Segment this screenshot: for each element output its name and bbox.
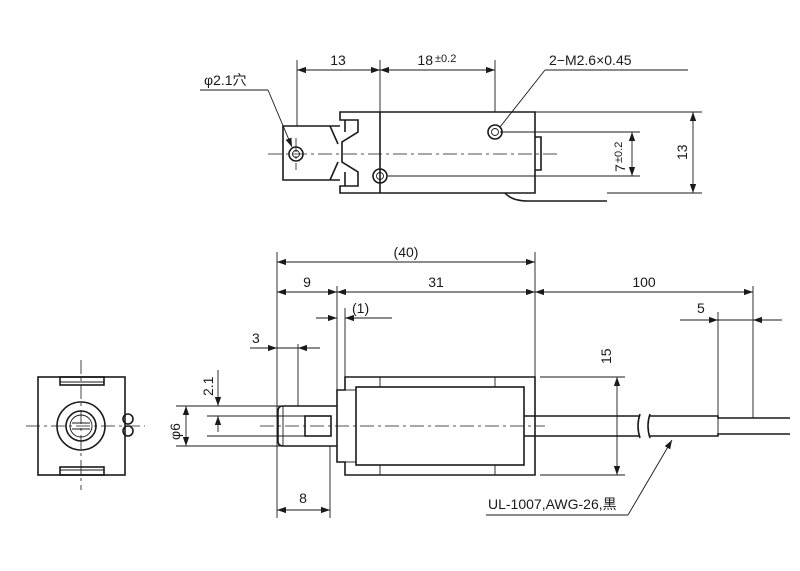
- dim-100-label: 100: [632, 274, 656, 290]
- dim-7-tolerance: ±0.2: [613, 142, 625, 163]
- screw-hole-lower: [372, 168, 388, 184]
- top-view-plunger-tab: [282, 125, 340, 181]
- dim-phi6-label: φ6: [167, 423, 183, 440]
- dim-40-label: (40): [394, 244, 419, 260]
- dim-13-label: 13: [330, 52, 346, 68]
- top-view-wire-lead: [504, 192, 607, 202]
- dim-height-13-label: 13: [674, 144, 690, 160]
- top-view-body-outline: [339, 111, 536, 194]
- dim-1-label: (1): [352, 300, 369, 316]
- screw-label: 2−M2.6×0.45: [549, 52, 632, 68]
- dim-2-1-label: 2.1: [200, 376, 216, 396]
- dim-8-label: 8: [299, 490, 307, 506]
- hole-leader: [267, 89, 293, 148]
- side-view-wire: [524, 415, 640, 437]
- dim-18-tolerance: ±0.2: [435, 53, 456, 65]
- dim-5-label: 5: [697, 300, 705, 316]
- side-view: (40) 9 31 100 (1) 5 3 2.1 φ6: [167, 244, 790, 518]
- dim-9-label: 9: [303, 274, 311, 290]
- dim-31-label: 31: [428, 274, 444, 290]
- dim-3-label: 3: [252, 330, 260, 346]
- screw-hole-upper: [487, 124, 503, 140]
- wire-label: UL-1007,AWG-26,黒: [488, 496, 617, 512]
- top-view: 13 18 ±0.2 2−M2.6×0.45 φ2.1穴 7 ±0.2 13: [200, 52, 702, 202]
- wire-leader: [627, 439, 673, 516]
- screw-leader: [499, 69, 546, 128]
- dim-15-label: 15: [598, 348, 614, 364]
- end-view: [26, 360, 145, 490]
- dim-7-label: 7: [612, 164, 628, 172]
- hole-label: φ2.1穴: [204, 72, 247, 88]
- end-view-wire-upper: [122, 413, 134, 425]
- dim-18-label: 18: [417, 52, 433, 68]
